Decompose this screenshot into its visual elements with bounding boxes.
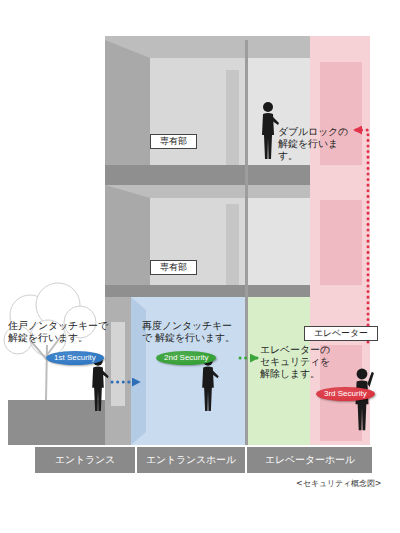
step-description: エレベーターの セキュリティを 解除します。 [260, 344, 334, 380]
building-body [105, 36, 370, 445]
area-band: エントランスホール [137, 447, 245, 473]
door [226, 70, 239, 165]
node-label: エレベーターホール [265, 454, 355, 467]
room-back-wall [150, 58, 245, 165]
elevator-door [320, 200, 362, 285]
node-label: 専有部 [160, 262, 187, 273]
partition-wall [245, 40, 248, 445]
flow-arrow [355, 130, 368, 342]
flow-arrow [240, 357, 257, 360]
security-step: 住戸ノンタッチキーで 解錠を行います。 1st Security [6, 318, 110, 408]
hall-back-wall [248, 198, 310, 285]
elevator-tag: エレベーター [304, 326, 378, 341]
floor-callout: ダブルロックの 解錠を行います。 [276, 98, 354, 164]
node-label: エントランスホール [146, 454, 236, 467]
area-band: エレベーターホール [247, 447, 372, 473]
room-side-wall [105, 40, 150, 172]
security-step: 再度ノンタッチキーで 解錠を行います。 2nd Security [140, 318, 238, 408]
person [262, 102, 279, 159]
area-band: エントランス [35, 447, 135, 473]
security-badge: 3rd Security [316, 387, 375, 401]
step-description: 住戸ノンタッチキーで 解錠を行います。 [8, 320, 108, 344]
security-badge: 1st Security [46, 351, 104, 365]
person [92, 356, 108, 411]
node-label: エレベーター [314, 328, 368, 339]
person [202, 356, 218, 411]
security-step: エレベーターの セキュリティを 解除します。 3rd Security [258, 342, 374, 404]
node-label: エントランス [55, 454, 115, 467]
entrance-hall-zone [131, 297, 247, 445]
entrance-wall [105, 297, 131, 445]
node-label: 専有部 [160, 136, 187, 147]
security-badge: 2nd Security [156, 351, 216, 365]
room-back-wall [150, 198, 245, 285]
door [226, 204, 239, 285]
figure-caption: <セキュリティ概念図> [296, 478, 381, 489]
elevator-door [320, 62, 362, 165]
flow-arrow [112, 381, 139, 384]
room-side-wall [105, 185, 150, 292]
tree-trunk [30, 335, 62, 400]
step-description: ダブルロックの 解錠を行います。 [278, 126, 352, 162]
room-tag: 専有部 [150, 260, 197, 275]
entrance-door [111, 322, 125, 406]
entrance-hall-side [131, 297, 146, 445]
room-tag: 専有部 [150, 134, 197, 149]
step-description: 再度ノンタッチキーで 解錠を行います。 [142, 320, 236, 344]
